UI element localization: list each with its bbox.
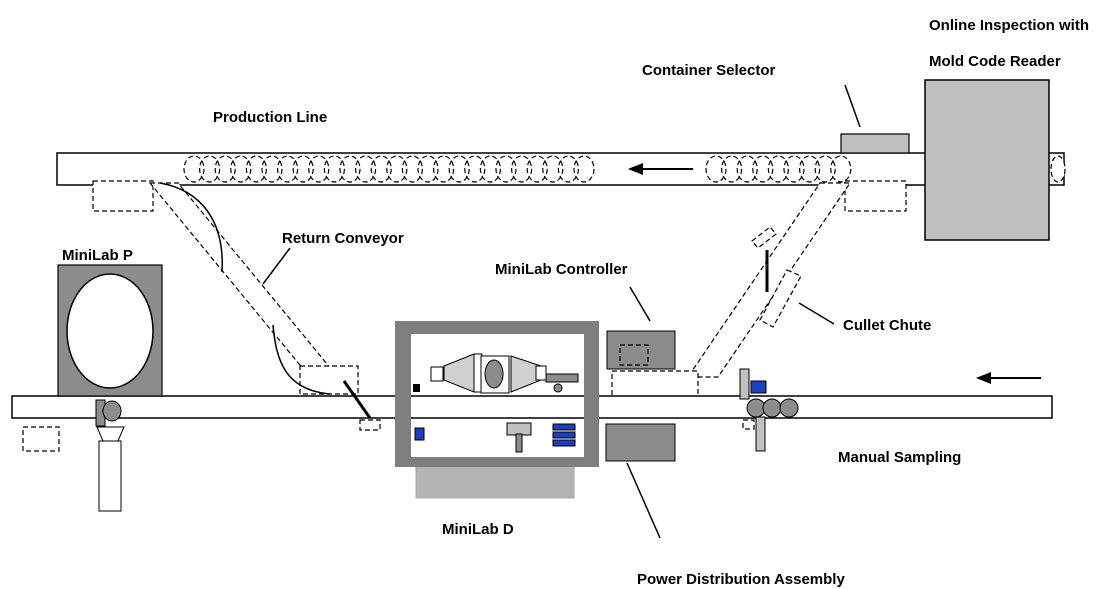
bottle <box>308 155 330 183</box>
bottle <box>199 155 221 183</box>
bottle <box>814 155 836 183</box>
diverter-arm <box>342 380 381 431</box>
sampling-gripper <box>739 368 799 452</box>
bottle <box>705 155 727 183</box>
bottle <box>798 155 821 183</box>
label-online-inspection-line1: Online Inspection with <box>929 17 1089 34</box>
power-distribution-unit <box>605 423 676 462</box>
production-line-conveyor <box>56 152 1065 186</box>
bottle <box>830 155 852 183</box>
label-online-inspection-line2: Mold Code Reader <box>929 53 1061 70</box>
minilab-controller-leader <box>629 286 651 322</box>
bottle <box>433 155 455 183</box>
container-selector-unit <box>840 133 910 154</box>
bottle <box>783 155 805 183</box>
bottle <box>542 155 564 183</box>
bottle <box>277 155 299 183</box>
bottle <box>495 155 517 183</box>
bottle <box>464 155 486 183</box>
minilab-d-unit <box>395 321 599 499</box>
cullet-chute-leader <box>798 302 835 325</box>
return-conveyor-leader <box>262 247 291 285</box>
label-cullet-chute: Cullet Chute <box>843 317 931 334</box>
production-flow-arrow-icon <box>628 163 693 175</box>
minilab-p-unit <box>22 264 163 512</box>
bottle <box>323 155 345 183</box>
bottle <box>767 155 790 183</box>
label-production-line: Production Line <box>213 109 327 126</box>
label-minilab-p: MiniLab P <box>62 247 133 264</box>
bottle <box>417 155 439 183</box>
sampling-conveyor <box>11 395 1053 419</box>
container-selector-leader <box>844 84 861 128</box>
bottle-outlet <box>1050 155 1066 183</box>
minilab-controller-unit <box>606 330 676 370</box>
bottle <box>261 155 283 183</box>
bottle <box>355 155 377 183</box>
bottle <box>183 155 205 183</box>
power-distribution-leader <box>626 462 661 539</box>
bottle <box>245 155 267 183</box>
online-inspection-unit <box>924 79 1050 241</box>
label-manual-sampling: Manual Sampling <box>838 449 961 466</box>
sampling-flow-arrow-icon <box>976 372 1041 384</box>
bottle <box>339 155 361 183</box>
bottle <box>752 155 774 183</box>
return-conveyor <box>92 180 359 395</box>
bottle <box>292 155 314 183</box>
bottle <box>720 155 743 183</box>
bottle <box>510 155 533 183</box>
bottle <box>386 155 408 183</box>
label-container-selector: Container Selector <box>642 62 776 79</box>
label-minilab-d: MiniLab D <box>442 521 514 538</box>
bottle <box>479 155 501 183</box>
bottle-row-left <box>183 155 595 183</box>
bottle <box>557 155 580 183</box>
bottle <box>370 155 392 183</box>
bottle <box>401 155 423 183</box>
bottle <box>230 155 252 183</box>
label-power-distribution: Power Distribution Assembly <box>637 571 845 588</box>
label-return-conveyor: Return Conveyor <box>282 230 404 247</box>
bottle-row-right <box>705 155 852 183</box>
bottle <box>214 155 236 183</box>
bottle <box>448 155 470 183</box>
bottle <box>526 155 548 183</box>
label-minilab-controller: MiniLab Controller <box>495 261 628 278</box>
cullet-chute <box>611 180 907 398</box>
bottle <box>573 155 595 183</box>
bottle <box>736 155 758 183</box>
